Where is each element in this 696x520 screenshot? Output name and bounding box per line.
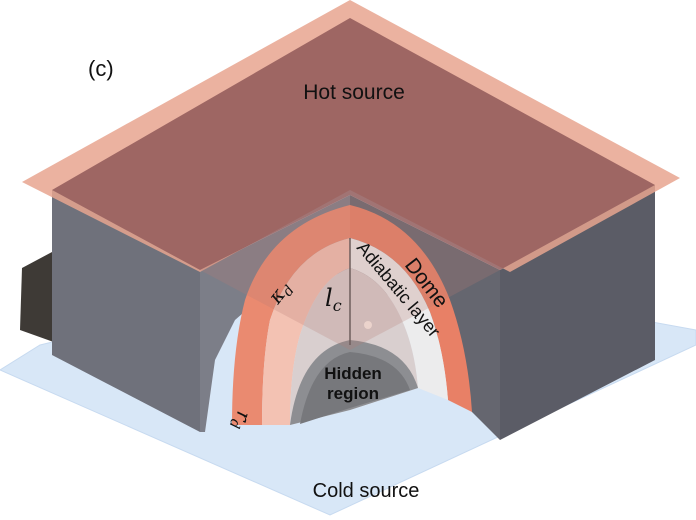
cold-source-label: Cold source	[313, 480, 420, 502]
panel-label: (c)	[88, 56, 114, 81]
hidden-region-label-line1: Hidden	[324, 364, 382, 383]
dome-outer-layer	[232, 205, 350, 425]
center-point	[364, 321, 372, 329]
hot-source-label: Hot source	[303, 81, 405, 104]
block-top-surface	[52, 18, 655, 270]
hidden-region-label-line2: region	[327, 384, 379, 403]
hot-plate-overlay	[200, 195, 500, 350]
dome-outer-layer-right	[350, 205, 472, 412]
shadow-wedge	[20, 252, 62, 345]
adiabatic-layer	[350, 238, 448, 400]
hidden-region-core	[300, 352, 410, 424]
dome-inner-band	[262, 238, 350, 425]
